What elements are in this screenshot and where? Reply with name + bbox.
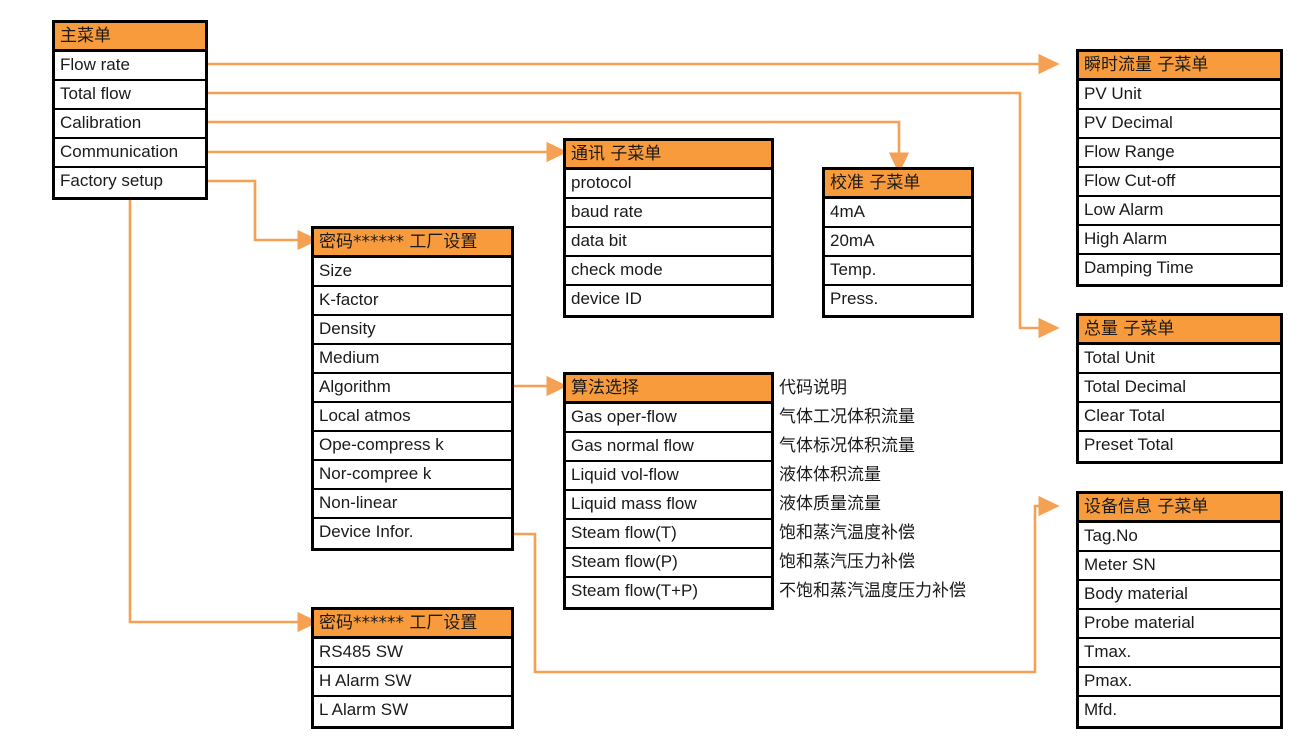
factory-setup-item-density[interactable]: Density <box>314 316 511 345</box>
factory-setup-item-h-alarm-sw[interactable]: H Alarm SW <box>314 668 511 697</box>
main-menu-item-communication[interactable]: Communication <box>55 139 205 168</box>
device-info-item-body-material[interactable]: Body material <box>1079 581 1280 610</box>
algorithm-item-steam-flow-t[interactable]: Steam flow(T) <box>566 520 771 549</box>
algorithm-note-gas-oper-flow: 气体工况体积流量 <box>779 407 915 427</box>
communication-item-device-id[interactable]: device ID <box>571 289 642 308</box>
factory-setup-item-ope-compress-k[interactable]: Ope-compress k <box>314 432 511 461</box>
calibration-item-temp[interactable]: Temp. <box>825 257 971 286</box>
algorithm-note-gas-normal-flow: 气体标况体积流量 <box>779 436 915 456</box>
factory-setup-item-nor-compree-k[interactable]: Nor-compree k <box>314 461 511 490</box>
factory-setup-item-non-linear[interactable]: Non-linear <box>314 490 511 519</box>
algorithm-note-liquid-mass-flow: 液体质量流量 <box>779 494 881 514</box>
calibration-submenu-header: 校准 子菜单 <box>825 170 971 199</box>
main-menu-header: 主菜单 <box>55 23 205 52</box>
main-menu-item-calibration[interactable]: Calibration <box>55 110 205 139</box>
algorithm-item-gas-oper-flow[interactable]: Gas oper-flow <box>566 404 771 433</box>
device-info-item-tmax[interactable]: Tmax. <box>1079 639 1280 668</box>
main-menu-item-total-flow[interactable]: Total flow <box>55 81 205 110</box>
factory-setup-item-k-factor[interactable]: K-factor <box>314 287 511 316</box>
wire-calibration <box>208 120 910 174</box>
device-info-item-tag-no[interactable]: Tag.No <box>1079 523 1280 552</box>
wire-factory-setup-switches <box>128 196 319 633</box>
algorithm-submenu-header: 算法选择 <box>566 375 771 404</box>
communication-item-baud-rate[interactable]: baud rate <box>566 199 771 228</box>
calibration-submenu-box: 校准 子菜单 4mA 20mA Temp. Press. <box>822 167 974 318</box>
algorithm-item-steam-flow-p[interactable]: Steam flow(P) <box>566 549 771 578</box>
factory-setup-item-algorithm[interactable]: Algorithm <box>314 374 511 403</box>
flow-rate-item-damping-time[interactable]: Damping Time <box>1084 258 1194 277</box>
total-flow-item-clear-total[interactable]: Clear Total <box>1079 403 1280 432</box>
factory-setup-item-size[interactable]: Size <box>314 258 511 287</box>
factory-setup-item-rs485-sw[interactable]: RS485 SW <box>314 639 511 668</box>
algorithm-notes-column: 代码说明 气体工况体积流量 气体标况体积流量 液体体积流量 液体质量流量 饱和蒸… <box>779 374 966 606</box>
total-flow-item-total-decimal[interactable]: Total Decimal <box>1079 374 1280 403</box>
algorithm-submenu-box: 算法选择 Gas oper-flow Gas normal flow Liqui… <box>563 372 774 610</box>
flow-rate-item-flow-range[interactable]: Flow Range <box>1079 139 1280 168</box>
device-info-item-probe-material[interactable]: Probe material <box>1079 610 1280 639</box>
device-info-item-meter-sn[interactable]: Meter SN <box>1079 552 1280 581</box>
flow-rate-submenu-box: 瞬时流量 子菜单 PV Unit PV Decimal Flow Range F… <box>1076 49 1283 287</box>
algorithm-note-steam-flow-p: 饱和蒸汽压力补偿 <box>779 552 915 572</box>
algorithm-note-steam-flow-t: 饱和蒸汽温度补偿 <box>779 523 915 543</box>
algorithm-item-gas-normal-flow[interactable]: Gas normal flow <box>566 433 771 462</box>
communication-item-data-bit[interactable]: data bit <box>566 228 771 257</box>
algorithm-note-liquid-vol-flow: 液体体积流量 <box>779 465 881 485</box>
calibration-item-press[interactable]: Press. <box>830 289 879 308</box>
wire-factory-setup-main <box>208 179 319 251</box>
factory-setup-switches-header: 密码****** 工厂设置 <box>314 610 511 639</box>
flow-rate-item-pv-decimal[interactable]: PV Decimal <box>1079 110 1280 139</box>
flow-rate-item-pv-unit[interactable]: PV Unit <box>1079 81 1280 110</box>
algorithm-item-liquid-vol-flow[interactable]: Liquid vol-flow <box>566 462 771 491</box>
calibration-item-20ma[interactable]: 20mA <box>825 228 971 257</box>
algorithm-note-steam-flow-t-p: 不饱和蒸汽温度压力补偿 <box>779 581 966 601</box>
calibration-item-4ma[interactable]: 4mA <box>825 199 971 228</box>
device-info-submenu-box: 设备信息 子菜单 Tag.No Meter SN Body material P… <box>1076 491 1283 729</box>
communication-submenu-box: 通讯 子菜单 protocol baud rate data bit check… <box>563 138 774 318</box>
factory-setup-item-local-atmos[interactable]: Local atmos <box>314 403 511 432</box>
algorithm-item-steam-flow-t-p[interactable]: Steam flow(T+P) <box>571 581 699 600</box>
flow-rate-item-high-alarm[interactable]: High Alarm <box>1079 226 1280 255</box>
total-flow-item-preset-total[interactable]: Preset Total <box>1084 435 1174 454</box>
total-flow-submenu-header: 总量 子菜单 <box>1079 316 1280 345</box>
flow-rate-item-flow-cut-off[interactable]: Flow Cut-off <box>1079 168 1280 197</box>
device-info-item-mfd[interactable]: Mfd. <box>1084 700 1118 719</box>
factory-setup-switches-box: 密码****** 工厂设置 RS485 SW H Alarm SW L Alar… <box>311 607 514 729</box>
flow-rate-item-low-alarm[interactable]: Low Alarm <box>1079 197 1280 226</box>
main-menu-item-factory-setup[interactable]: Factory setup <box>60 171 163 190</box>
communication-item-protocol[interactable]: protocol <box>566 170 771 199</box>
flow-rate-submenu-header: 瞬时流量 子菜单 <box>1079 52 1280 81</box>
main-menu-box: 主菜单 Flow rate Total flow Calibration Com… <box>52 20 208 200</box>
device-info-submenu-header: 设备信息 子菜单 <box>1079 494 1280 523</box>
main-menu-item-flow-rate[interactable]: Flow rate <box>55 52 205 81</box>
factory-setup-main-header: 密码****** 工厂设置 <box>314 229 511 258</box>
device-info-item-pmax[interactable]: Pmax. <box>1079 668 1280 697</box>
factory-setup-main-box: 密码****** 工厂设置 Size K-factor Density Medi… <box>311 226 514 551</box>
total-flow-submenu-box: 总量 子菜单 Total Unit Total Decimal Clear To… <box>1076 313 1283 464</box>
total-flow-item-total-unit[interactable]: Total Unit <box>1079 345 1280 374</box>
algorithm-item-liquid-mass-flow[interactable]: Liquid mass flow <box>566 491 771 520</box>
communication-item-check-mode[interactable]: check mode <box>566 257 771 286</box>
algorithm-notes-header: 代码说明 <box>779 378 847 398</box>
factory-setup-item-medium[interactable]: Medium <box>314 345 511 374</box>
factory-setup-item-l-alarm-sw[interactable]: L Alarm SW <box>319 700 409 719</box>
factory-setup-item-device-infor[interactable]: Device Infor. <box>319 522 414 541</box>
communication-submenu-header: 通讯 子菜单 <box>566 141 771 170</box>
